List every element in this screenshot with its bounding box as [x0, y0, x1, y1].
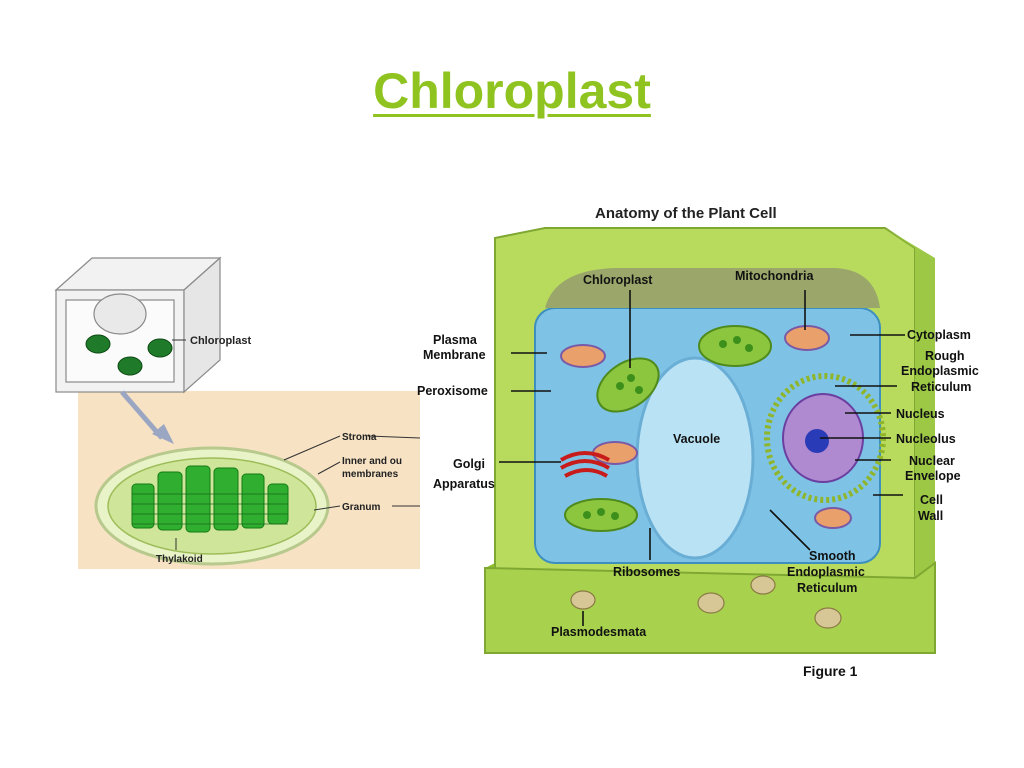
chloroplast-small-label: Chloroplast	[190, 335, 251, 347]
mini-plant-cell-sketch	[54, 256, 222, 444]
smooth-er-label-1: Smooth	[809, 549, 856, 563]
rough-er-label-2: Endoplasmic	[901, 364, 979, 378]
smooth-er-label-2: Endoplasmic	[787, 565, 865, 579]
rough-er-label-3: Reticulum	[911, 380, 971, 394]
cytoplasm-label: Cytoplasm	[907, 328, 971, 342]
stroma-label: Stroma	[342, 432, 377, 443]
mini-chloroplast-icons	[85, 334, 173, 376]
nucleolus-label: Nucleolus	[896, 432, 956, 446]
ribosomes-label: Ribosomes	[613, 565, 680, 579]
cell-wall-label-2: Wall	[918, 509, 943, 523]
chloroplast-cross-section	[94, 446, 330, 566]
golgi-label-1: Golgi	[453, 457, 485, 471]
granum-label: Granum	[342, 502, 380, 513]
golgi-apparatus-shape	[559, 451, 611, 478]
cell-wall-label-1: Cell	[920, 493, 943, 507]
vacuole-label: Vacuole	[673, 432, 720, 446]
chloroplast-structure-figure: Chloroplast Stroma Inner and ou membrane…	[54, 256, 420, 569]
membranes-label-line1: Inner and ou	[342, 456, 402, 467]
golgi-label-2: Apparatus	[433, 477, 495, 491]
rough-er-label-1: Rough	[925, 349, 965, 363]
nuclear-envelope-label-2: Envelope	[905, 469, 961, 483]
nucleolus-shape	[805, 429, 829, 453]
plasma-membrane-label-1: Plasma	[433, 333, 478, 347]
vacuole-shape	[635, 356, 755, 560]
nuclear-envelope-label-1: Nuclear	[909, 454, 955, 468]
plasma-membrane-label-2: Membrane	[423, 348, 486, 362]
thylakoid-label: Thylakoid	[156, 554, 203, 565]
granum-stacks	[131, 465, 289, 533]
smooth-er-label-3: Reticulum	[797, 581, 857, 595]
chloroplast-shapes	[564, 325, 772, 532]
figure-caption: Figure 1	[803, 663, 858, 679]
thylakoid-lines	[132, 493, 288, 525]
plant-cell-title: Anatomy of the Plant Cell	[595, 205, 777, 222]
mitochondria-label: Mitochondria	[735, 269, 815, 283]
membranes-label-line2: membranes	[342, 469, 399, 480]
nucleus-label: Nucleus	[896, 407, 945, 421]
plant-chloroplast-label: Chloroplast	[583, 273, 653, 287]
plant-cell-anatomy-figure: Anatomy of the Plant Cell	[417, 205, 979, 679]
slide-title: Chloroplast	[373, 63, 651, 119]
plasmodesmata-pits	[570, 575, 842, 629]
peroxisome-label: Peroxisome	[417, 384, 488, 398]
plasmodesmata-label: Plasmodesmata	[551, 625, 647, 639]
